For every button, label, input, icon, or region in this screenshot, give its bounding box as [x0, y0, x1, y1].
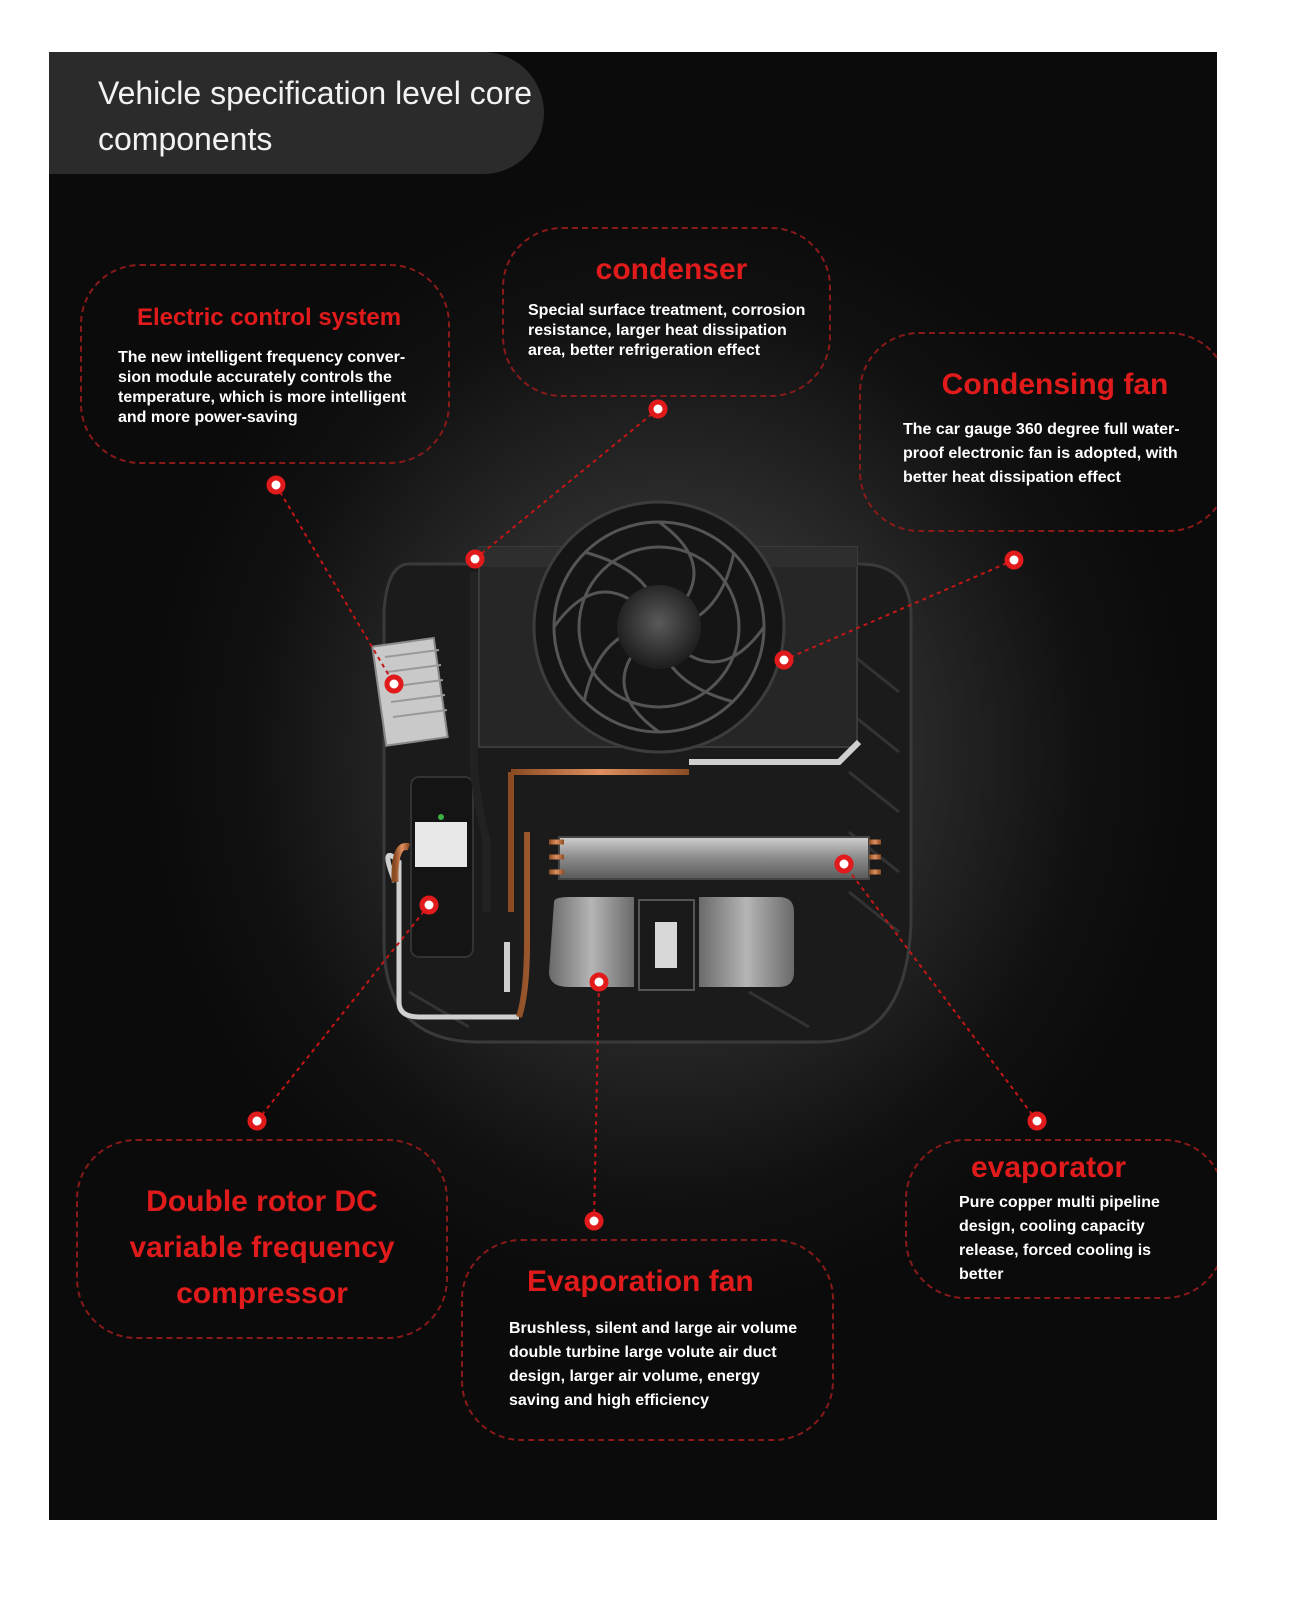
callout-title: Condensing fan	[941, 368, 1169, 401]
callout-description: Special surface treatment, corrosion res…	[528, 302, 806, 359]
connector-condenser	[474, 408, 659, 560]
page-title: Vehicle specification level core compone…	[98, 75, 533, 157]
evaporation-fan-drawing	[549, 897, 794, 991]
callout-title: evaporator	[971, 1151, 1127, 1184]
connector-evaporation-fan	[593, 981, 600, 1222]
marker-dot-condenser-pipe	[465, 549, 485, 569]
callout-compressor: Double rotor DC variable frequency compr…	[76, 1139, 448, 1339]
callout-condensing-fan: Condensing fan The car gauge 360 degree …	[859, 332, 1217, 532]
callout-title: Evaporation fan	[527, 1265, 754, 1298]
air-conditioner-unit-image	[371, 500, 913, 1044]
callout-title: condenser	[595, 253, 748, 286]
connector-electric-control	[275, 484, 395, 685]
marker-dot-evaporation-fan	[584, 1211, 604, 1231]
callout-description: The car gauge 360 degree full water- pro…	[903, 421, 1180, 486]
poster: Vehicle specification level core compone…	[49, 52, 1217, 1520]
marker-dot-control-box	[384, 674, 404, 694]
header-panel: Vehicle specification level core compone…	[49, 52, 544, 174]
marker-dot-evaporator	[1027, 1111, 1047, 1131]
callout-evaporation-fan: Evaporation fan Brushless, silent and la…	[461, 1239, 834, 1441]
callout-condenser: condenser Special surface treatment, cor…	[502, 227, 831, 397]
marker-dot-condensing-fan	[1004, 550, 1024, 570]
callout-connectors	[247, 399, 1047, 1231]
chassis-ribs	[408, 650, 900, 1029]
marker-dot-electric-control	[266, 475, 286, 495]
connector-evaporator	[843, 863, 1038, 1122]
marker-dot-compressor	[247, 1111, 267, 1131]
callout-title: Double rotor DC variable frequency compr…	[129, 1185, 395, 1310]
callout-evaporator: evaporator Pure copper multi pipeline de…	[905, 1139, 1217, 1299]
marker-dot-blower	[589, 972, 609, 992]
callout-electric-control-system: Electric control system The new intellig…	[80, 264, 450, 464]
marker-dot-fan	[774, 650, 794, 670]
marker-dot-evaporator-coil	[834, 854, 854, 874]
callout-description: Brushless, silent and large air volume d…	[509, 1320, 798, 1409]
callout-title: Electric control system	[136, 304, 402, 331]
marker-dot-compressor-body	[419, 895, 439, 915]
connector-compressor	[256, 904, 430, 1122]
condenser-fan-drawing	[532, 500, 786, 754]
refrigerant-pipes	[470, 572, 862, 1018]
marker-dot-condenser	[648, 399, 668, 419]
evaporator-coil	[558, 836, 870, 880]
control-box-drawing	[371, 636, 449, 747]
callout-description: The new intelligent frequency conver- si…	[118, 349, 407, 426]
connector-condensing-fan	[783, 559, 1015, 661]
callout-description: Pure copper multi pipeline design, cooli…	[959, 1194, 1160, 1283]
